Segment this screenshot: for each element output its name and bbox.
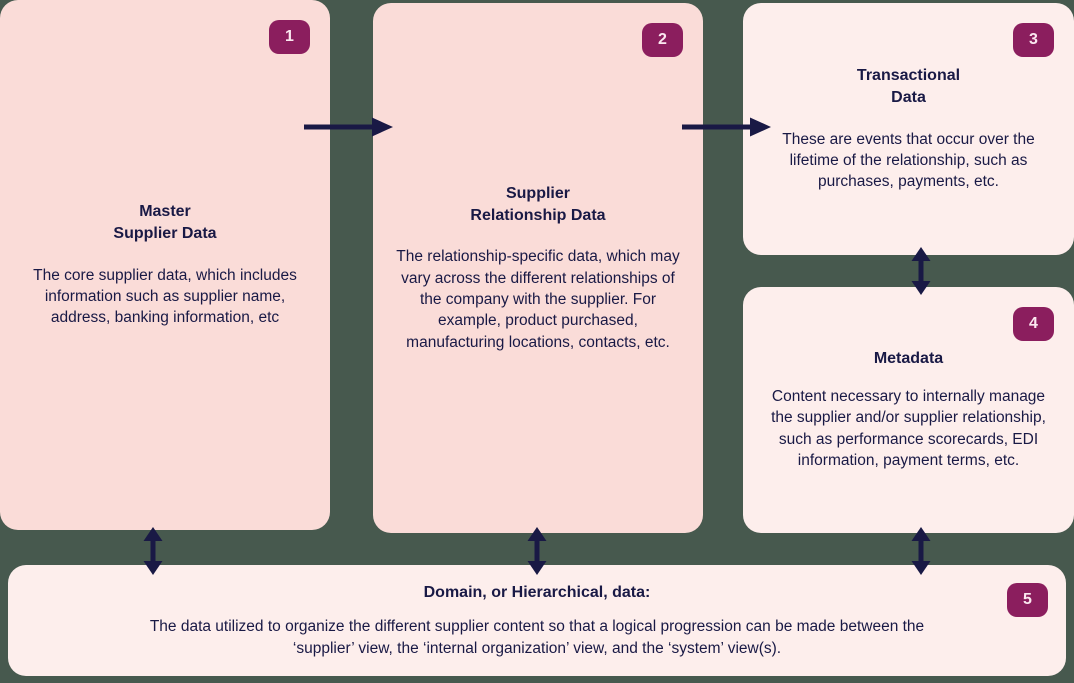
card-title: Metadata [873, 350, 944, 368]
card-title: Transactional Data [856, 67, 961, 106]
arrow-right-card1-to-card2 [304, 117, 393, 137]
card-metadata: 4 Metadata Content necessary to internal… [743, 287, 1074, 533]
step-badge-5: 5 [1007, 583, 1048, 617]
card-body: These are events that occur over the lif… [782, 130, 1035, 191]
card-body: The core supplier data, which includes i… [33, 266, 297, 327]
step-badge-3: 3 [1013, 23, 1054, 57]
card-transactional-data: 3 Transactional Data These are events th… [743, 3, 1074, 255]
card-domain-hierarchical-data: 5 Domain, or Hierarchical, data: The dat… [8, 565, 1066, 676]
card-title: Domain, or Hierarchical, data: [423, 583, 651, 601]
card-body: The data utilized to organize the differ… [149, 618, 925, 657]
step-badge-1: 1 [269, 20, 310, 54]
card-title: Supplier Relationship Data [470, 184, 606, 224]
arrow-right-card2-to-card3 [682, 117, 771, 137]
card-body: Content necessary to internally manage t… [771, 388, 1046, 470]
double-arrow-card2-card5 [527, 527, 547, 575]
double-arrow-card1-card5 [143, 527, 163, 575]
card-master-supplier-data: 1 Master Supplier Data The core supplier… [0, 0, 330, 530]
double-arrow-card3-card4 [911, 247, 931, 295]
card-title: Master Supplier Data [113, 203, 217, 242]
step-badge-4: 4 [1013, 307, 1054, 341]
step-badge-2: 2 [642, 23, 683, 57]
double-arrow-card4-card5 [911, 527, 931, 575]
card-supplier-relationship-data: 2 Supplier Relationship Data The relatio… [373, 3, 703, 533]
card-body: The relationship-specific data, which ma… [396, 248, 680, 351]
